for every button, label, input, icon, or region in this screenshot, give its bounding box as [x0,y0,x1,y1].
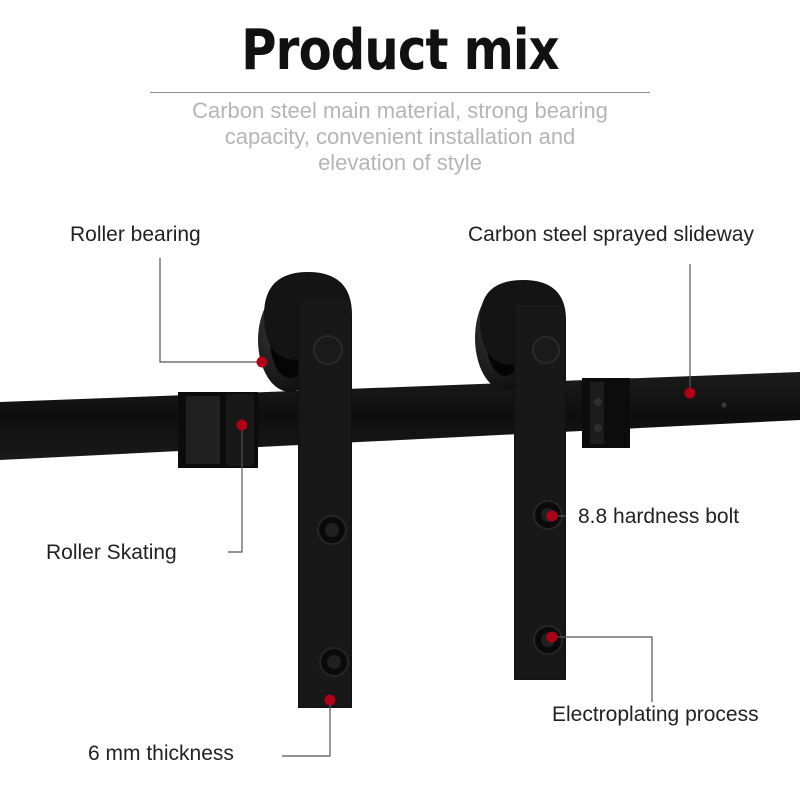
subtitle-line-1: Carbon steel main material, strong beari… [192,98,608,123]
right-hanger [475,280,566,680]
label-roller-skating: Roller Skating [46,541,177,564]
left-stopper [178,392,258,468]
subtitle-line-2: capacity, convenient installation and [224,124,576,149]
label-thickness: 6 mm thickness [88,742,234,765]
leader-lines [159,258,691,757]
right-stopper [582,378,630,448]
slideway-rail [0,372,800,460]
marker-thickness [324,694,336,706]
callout-markers [236,356,696,706]
marker-bolt [546,510,558,522]
label-roller-bearing: Roller bearing [70,223,201,246]
left-hanger [258,272,352,708]
marker-slideway [684,387,696,399]
label-bolt: 8.8 hardness bolt [578,505,740,528]
page-title: Product mix [241,18,559,83]
label-electroplating: Electroplating process [552,703,759,726]
subtitle: Carbon steel main material, strong beari… [150,98,650,176]
label-slideway: Carbon steel sprayed slideway [468,223,754,246]
title-divider [150,92,650,93]
marker-electroplating [546,631,558,643]
subtitle-line-3: elevation of style [318,150,482,175]
marker-roller-bearing [256,356,268,368]
marker-roller-skating [236,419,248,431]
